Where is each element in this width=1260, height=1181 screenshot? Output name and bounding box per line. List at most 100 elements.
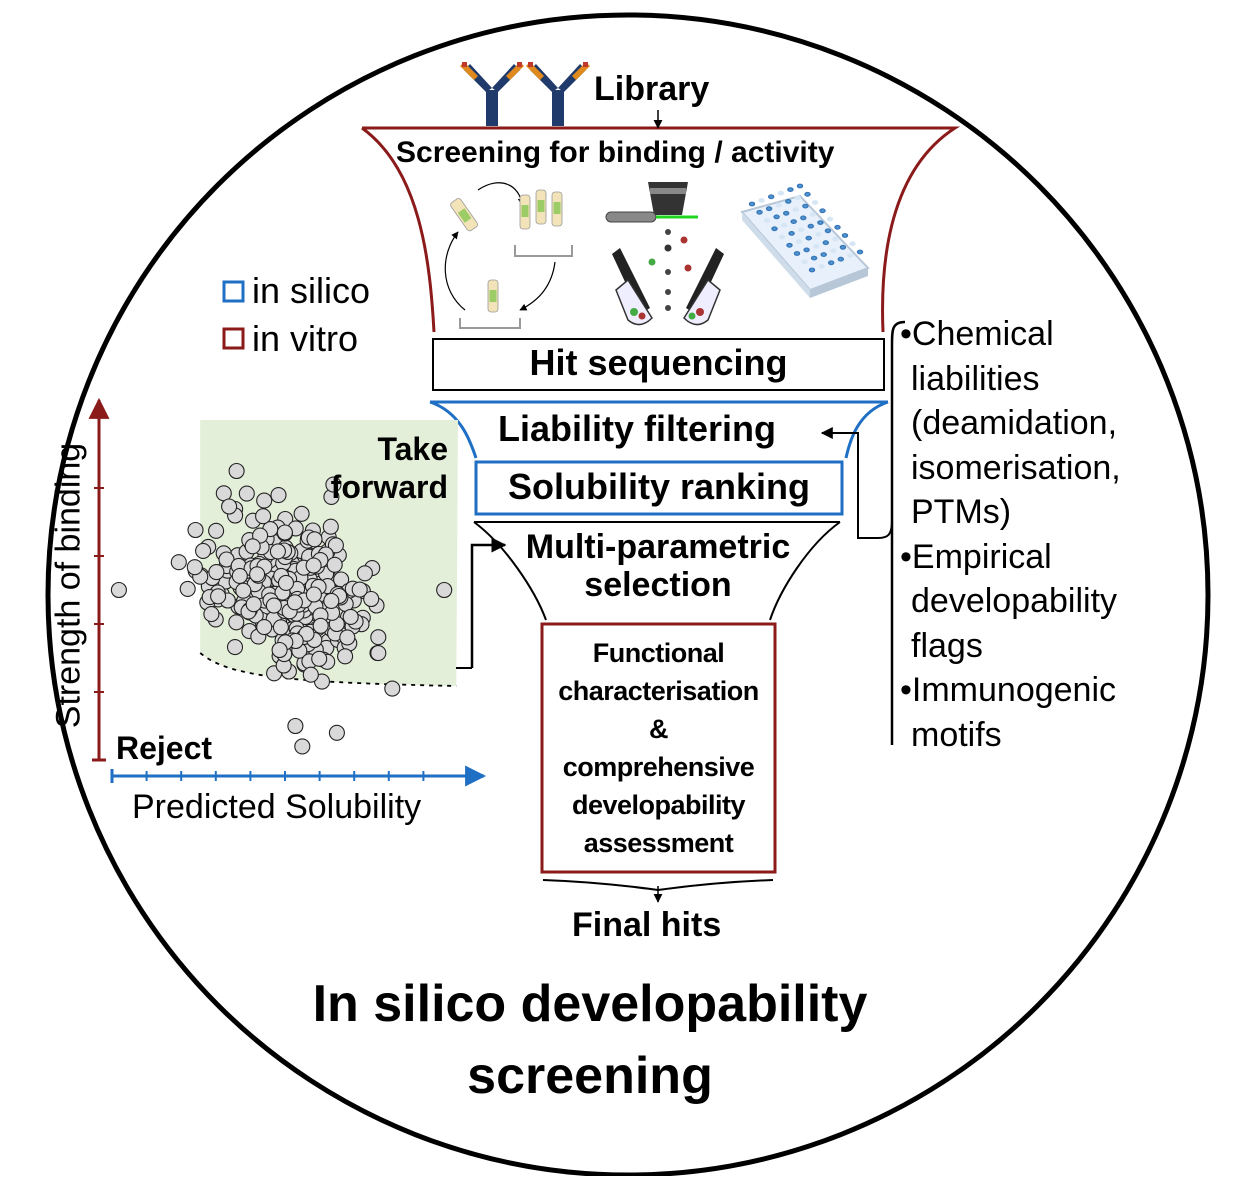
well bbox=[807, 223, 814, 229]
data-point bbox=[187, 521, 204, 539]
multiparametric-line-1: Multi-parametric bbox=[525, 528, 791, 566]
data-point bbox=[325, 476, 342, 493]
screening-funnel bbox=[361, 126, 961, 333]
data-point bbox=[305, 557, 322, 574]
well bbox=[818, 264, 825, 269]
well bbox=[787, 187, 794, 193]
well bbox=[771, 226, 778, 232]
data-point bbox=[195, 542, 212, 559]
liability-line: motifs bbox=[911, 715, 1002, 754]
functional-line-3: & bbox=[649, 714, 669, 744]
flow-cytometry-sorter-icon bbox=[605, 182, 724, 326]
well bbox=[758, 198, 765, 203]
well bbox=[763, 218, 771, 223]
y-axis-label: Strength of binding bbox=[49, 442, 88, 729]
library-label: Library bbox=[594, 70, 710, 108]
data-point bbox=[231, 567, 248, 584]
well bbox=[798, 227, 805, 233]
solubility-ranking-box bbox=[474, 460, 844, 516]
data-points bbox=[110, 462, 453, 755]
data-point bbox=[294, 738, 311, 755]
x-axis-label: Predicted Solubility bbox=[132, 788, 422, 826]
bullet-icon: • bbox=[900, 315, 912, 353]
well bbox=[810, 255, 818, 261]
data-point bbox=[210, 588, 227, 605]
well bbox=[786, 242, 793, 248]
outer-circle bbox=[45, 12, 1211, 1178]
data-point bbox=[277, 574, 295, 591]
data-point bbox=[293, 505, 310, 522]
hit-sequencing-label: Hit sequencing bbox=[529, 342, 788, 383]
functional-assessment-label: Functional characterisation & comprehens… bbox=[542, 634, 775, 862]
liability-list: •Chemical liabilities (deamidation, isom… bbox=[900, 312, 1121, 757]
well bbox=[778, 234, 786, 240]
data-point bbox=[342, 608, 359, 625]
well bbox=[765, 206, 773, 212]
data-point bbox=[255, 508, 272, 525]
liability-line: Chemical bbox=[911, 315, 1054, 353]
well bbox=[808, 267, 816, 273]
data-point bbox=[356, 565, 373, 582]
well bbox=[785, 199, 792, 204]
data-point bbox=[363, 590, 380, 608]
well bbox=[847, 253, 854, 258]
well bbox=[822, 240, 829, 246]
data-point bbox=[286, 594, 303, 611]
well bbox=[768, 194, 775, 200]
liability-funnel bbox=[429, 400, 889, 459]
final-hits-label: Final hits bbox=[572, 906, 722, 944]
data-point bbox=[249, 566, 266, 583]
liability-line: Immunogenic bbox=[911, 671, 1117, 709]
well bbox=[804, 191, 811, 197]
liability-line: liabilities bbox=[911, 359, 1040, 398]
well bbox=[834, 224, 841, 230]
data-point bbox=[287, 717, 304, 735]
data-point bbox=[370, 645, 387, 662]
well bbox=[793, 251, 801, 256]
data-point bbox=[208, 522, 225, 539]
functional-line-4: comprehensive bbox=[562, 752, 755, 782]
functional-line-1: Functional bbox=[592, 638, 725, 668]
data-point bbox=[322, 518, 339, 535]
data-point bbox=[305, 586, 322, 603]
data-point bbox=[306, 531, 323, 548]
chart-to-selection-arrow bbox=[470, 537, 507, 668]
well bbox=[811, 200, 819, 205]
data-point bbox=[328, 724, 345, 741]
well bbox=[815, 232, 822, 237]
well bbox=[794, 195, 802, 201]
data-point bbox=[312, 617, 329, 634]
data-point bbox=[270, 487, 287, 504]
legend-in-silico-swatch bbox=[222, 280, 245, 303]
well bbox=[783, 210, 790, 216]
well bbox=[800, 215, 807, 221]
well bbox=[795, 239, 803, 245]
well bbox=[820, 252, 827, 257]
data-point bbox=[235, 582, 252, 599]
data-point bbox=[221, 498, 238, 515]
legend-in-vitro-label: in vitro bbox=[252, 318, 359, 359]
well-plate-icon bbox=[740, 183, 870, 298]
hit-sequencing-box bbox=[432, 338, 885, 391]
functional-assessment-box bbox=[540, 622, 777, 874]
y-axis-ticks bbox=[94, 487, 104, 693]
bullet-icon: • bbox=[900, 537, 912, 576]
well bbox=[837, 256, 844, 262]
liability-item-empirical: •Empirical developability flags bbox=[900, 535, 1121, 669]
take-forward-line-1: Take bbox=[377, 431, 448, 467]
legend-in-silico-label: in silico bbox=[252, 270, 371, 311]
liability-line: developability bbox=[911, 582, 1118, 620]
data-point bbox=[327, 537, 344, 554]
data-point bbox=[265, 597, 282, 614]
data-point bbox=[245, 596, 262, 613]
well bbox=[826, 216, 834, 222]
phage-display-cycle-icon bbox=[444, 182, 573, 329]
functional-line-6: assessment bbox=[583, 828, 734, 858]
well bbox=[790, 219, 797, 225]
well bbox=[830, 248, 837, 254]
well bbox=[796, 183, 804, 189]
well bbox=[775, 202, 782, 208]
antibody-icon bbox=[460, 62, 590, 126]
well bbox=[824, 228, 832, 234]
